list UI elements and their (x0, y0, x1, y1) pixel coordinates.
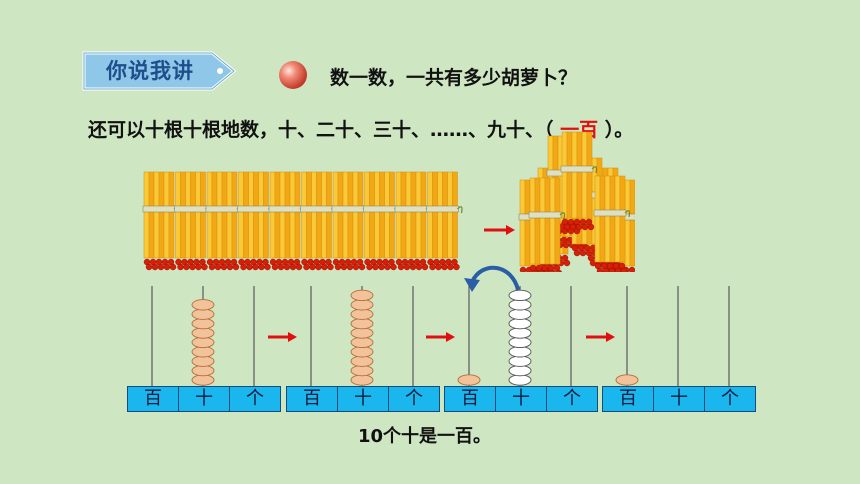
abacus-bead (508, 336, 532, 349)
conclusion-text: 10个十是一百。 (358, 426, 492, 447)
abacus-bead (191, 336, 215, 349)
ones-cell: 个 (230, 387, 280, 411)
sentence-prefix: 还可以十根十根地数，十、二十、三十、……、九十、（ (88, 119, 554, 141)
right-arrow-icon (586, 332, 615, 342)
carrot-bundle (363, 171, 400, 271)
carrot-bundle (174, 171, 211, 271)
abacus-bead (615, 374, 639, 386)
carrot-bundle (560, 131, 598, 231)
carrot-bundle (237, 171, 274, 271)
abacus-bead (191, 299, 215, 311)
question-text: 数一数，一共有多少胡萝卜？ (330, 67, 578, 89)
carrot-bundles (142, 171, 463, 271)
hundreds-cell: 百 (603, 387, 654, 411)
abacus-bead (508, 355, 532, 367)
carrot-bundle (593, 175, 631, 272)
ones-cell: 个 (705, 387, 755, 411)
abacus-bead (350, 289, 374, 302)
abacus-bead (350, 308, 374, 320)
tens-cell: 十 (654, 387, 705, 411)
abacus-4: 百 十 个 (602, 280, 756, 412)
abacus-bead (508, 308, 532, 320)
abacus-bead (508, 317, 532, 330)
abacus-bead (191, 308, 215, 320)
abacus-bead (508, 374, 532, 386)
abacus-rods (615, 286, 730, 386)
right-arrow-icon (426, 332, 455, 342)
abacus-rods (151, 286, 255, 386)
sentence-suffix: ）。 (604, 119, 634, 141)
abacus-bead (350, 346, 374, 358)
hundreds-cell: 百 (128, 387, 179, 411)
abacus-rods (310, 286, 414, 386)
carrot-bundle (331, 171, 369, 271)
red-ball-icon (279, 61, 307, 89)
place-value-row: 百 十 个 (444, 386, 598, 412)
abacus-rods (457, 286, 572, 386)
carrot-bundle (300, 171, 337, 271)
curved-arrow-icon (464, 265, 520, 292)
tens-cell: 十 (179, 387, 230, 411)
carrot-pile (518, 131, 635, 272)
abacus-bead (350, 317, 374, 330)
abacus-bead (350, 327, 374, 339)
ones-cell: 个 (547, 387, 597, 411)
carrot-bundle (528, 177, 566, 272)
abacus-2: 百 十 个 (286, 280, 440, 412)
carrot-bundle (268, 171, 306, 271)
hundreds-cell: 百 (445, 387, 496, 411)
carrot-bundle (394, 171, 432, 271)
tens-cell: 十 (496, 387, 547, 411)
place-value-row: 百 十 个 (127, 386, 281, 412)
abacus-bead (350, 336, 374, 349)
topic-badge: 你说我讲 (80, 49, 238, 93)
abacus-bead (191, 364, 215, 377)
abacus-bead (508, 327, 532, 339)
abacus-bead (508, 364, 532, 377)
abacus-bead (191, 374, 215, 386)
carrot-bundle (205, 171, 243, 271)
carrot-bundle (142, 171, 180, 271)
abacus-bead (350, 374, 374, 386)
ones-cell: 个 (389, 387, 439, 411)
abacus-bead (457, 374, 481, 386)
place-value-row: 百 十 个 (602, 386, 756, 412)
tens-cell: 十 (338, 387, 389, 411)
abacus-bead (508, 299, 532, 311)
badge-shape (82, 51, 237, 91)
abacus-bead (350, 299, 374, 311)
hundreds-cell: 百 (287, 387, 338, 411)
abacus-bead (191, 317, 215, 330)
abacus-1: 百 十 个 (127, 280, 281, 412)
carrot-bundle (426, 171, 463, 271)
abacus-bead (350, 355, 374, 367)
abacus-bead (350, 364, 374, 377)
right-arrow-icon (484, 225, 515, 235)
place-value-row: 百 十 个 (286, 386, 440, 412)
abacus-bead (191, 355, 215, 367)
abacus-bead (508, 289, 532, 302)
abacus-3: 百 十 个 (444, 280, 598, 412)
abacus-bead (508, 346, 532, 358)
abacus-bead (191, 327, 215, 339)
abacus-bead (191, 346, 215, 358)
right-arrow-icon (268, 332, 297, 342)
badge-label: 你说我讲 (106, 59, 194, 83)
